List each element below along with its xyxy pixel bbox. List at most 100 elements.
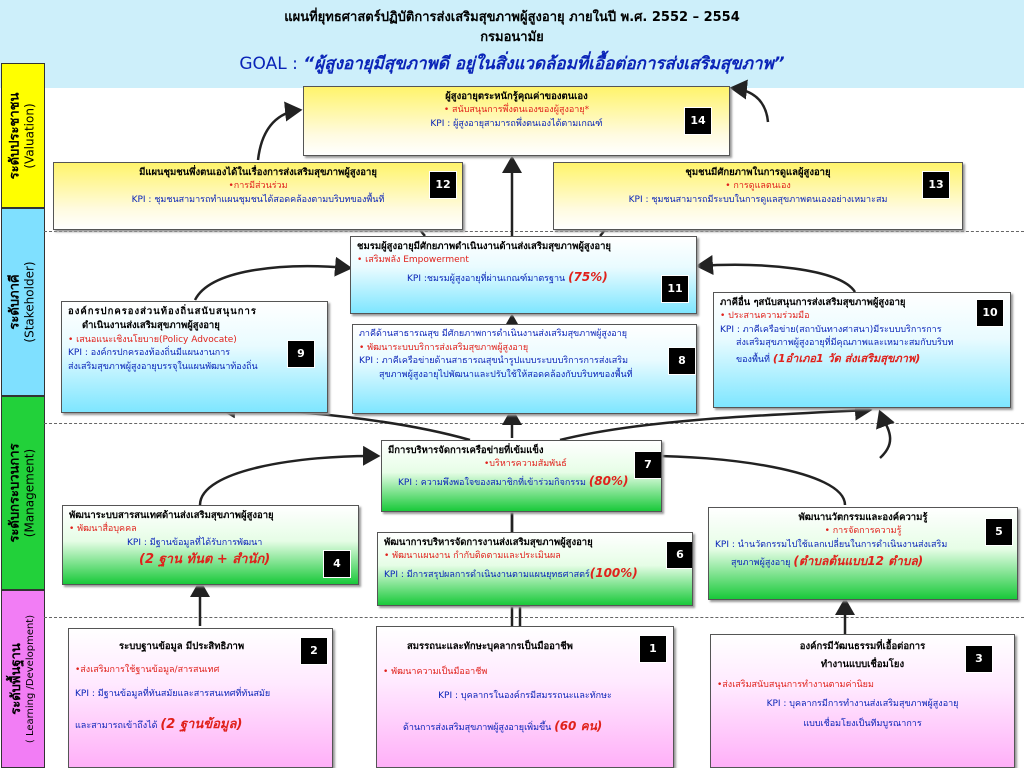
objective-6-kpi: KPI : มีการสรุปผลการดำเนินงานตามแผนยุทธศ… — [384, 569, 590, 580]
objective-11-point: • เสริมพลัง Empowerment — [357, 255, 469, 266]
arrow-4-to-7 — [198, 445, 381, 506]
objective-3-box: องค์กรมีวัฒนธรรมที่เอื้อต่อการ ทำงานแบบเ… — [710, 634, 1015, 768]
goal-text: “ผู้สูงอายุมีสุขภาพดี อยู่ในสิ่งแวดล้อมท… — [303, 54, 785, 74]
objective-6-point: • พัฒนาแผนงาน กำกับติดตามและประเมินผล — [384, 551, 561, 562]
objective-6-kpi-line: KPI : มีการสรุปผลการดำเนินงานตามแผนยุทธศ… — [384, 564, 686, 583]
objective-11-kpi-target: (75%) — [568, 269, 608, 284]
objective-8-point: • พัฒนาระบบบริการส่งเสริมสุขภาพผู้สูงอาย… — [359, 342, 529, 353]
objective-9-box: องค์กรปกครองส่วนท้องถิ่นสนับสนุนการ ดำเน… — [61, 301, 328, 413]
header-banner: แผนที่ยุทธศาสตร์ปฏิบัติการส่งเสริมสุขภาพ… — [0, 0, 1024, 88]
objective-13-box: ชุมชนมีศักยภาพในการดูแลผู้สูงอายุ • การด… — [553, 162, 963, 230]
objective-10-point: • ประสานความร่วมมือ — [720, 311, 810, 322]
arrow-9-to-11 — [193, 256, 353, 301]
arrow-7-to-10 — [559, 400, 873, 442]
objective-10-kpi-target: (1อำเภอ1 วัด ส่งเสริมสุขภาพ) — [772, 351, 921, 365]
arrow-10-to-11 — [695, 255, 857, 293]
objective-6-number: 6 — [666, 541, 692, 569]
objective-7-point: •บริหารความสัมพันธ์ — [484, 459, 567, 470]
objective-5-kpi-2-line: สุขภาพผู้สูงอายุ (ตำบลต้นแบบ12 ตำบล) — [715, 552, 1011, 571]
objective-9-number: 9 — [287, 340, 315, 368]
arrow-12-to-14 — [256, 101, 303, 161]
divider-stakeholder-management — [44, 423, 1024, 424]
objective-3-title-1: องค์กรมีวัฒนธรรมที่เอื้อต่อการ — [799, 641, 926, 652]
goal-prefix: GOAL : — [239, 54, 304, 74]
divider-management-learning — [44, 617, 1024, 618]
level-stakeholder: ระดับภาคี(Stakeholder) — [1, 208, 45, 396]
objective-10-kpi-1: KPI : ภาคีเครือข่าย(สถาบันทางศาสนา)มีระบ… — [720, 324, 942, 335]
objective-2-kpi-target: (2 ฐานข้อมูล) — [160, 717, 243, 733]
objective-13-point: • การดูแลตนเอง — [725, 181, 791, 192]
divider-valuation-stakeholder — [44, 231, 1024, 232]
objective-14-box: ผู้สูงอายุตระหนักรู้คุณค่าของตนเอง • สนั… — [303, 86, 730, 156]
objective-12-number: 12 — [429, 171, 457, 199]
objective-11-box: ชมรมผู้สูงอายุมีศักยภาพดำเนินงานด้านส่งเ… — [350, 236, 697, 314]
map-title: แผนที่ยุทธศาสตร์ปฏิบัติการส่งเสริมสุขภาพ… — [284, 10, 740, 25]
objective-8-kpi-1: KPI : ภาคีเครือข่ายด้านสาธารณสุขนำรูปแบบ… — [359, 356, 629, 366]
objective-3-number: 3 — [965, 645, 993, 673]
objective-3-kpi-2: แบบเชื่อมโยงเป็นทีมบูรณาการ — [803, 718, 922, 729]
objective-10-number: 10 — [976, 299, 1004, 327]
objective-7-box: มีการบริหารจัดการเครือข่ายที่เข้มแข็ง •บ… — [381, 440, 662, 512]
objective-6-box: พัฒนาการบริหารจัดการงานส่งเสริมสุขภาพผู้… — [377, 532, 693, 606]
goal-statement: GOAL : “ผู้สูงอายุมีสุขภาพดี อยู่ในสิ่งแ… — [0, 50, 1024, 77]
objective-9-title-1: องค์กรปกครองส่วนท้องถิ่นสนับสนุนการ — [68, 306, 257, 317]
objective-11-number: 11 — [661, 275, 689, 303]
level-learning: ระดับพื้นฐาน( Learning /Development) — [1, 590, 45, 768]
objective-6-kpi-target: (100%) — [589, 565, 638, 580]
arrow-5-to-7 — [639, 445, 847, 506]
objective-4-title: พัฒนาระบบสารสนเทศด้านส่งเสริมสุขภาพผู้สู… — [69, 510, 274, 521]
objective-13-title: ชุมชนมีศักยภาพในการดูแลผู้สูงอายุ — [685, 167, 831, 178]
objective-12-box: มีแผนชุมชนพึ่งตนเองได้ในเรื่องการส่งเสริ… — [53, 162, 463, 230]
level-management: ระดับกระบวนการ(Management) — [1, 396, 45, 590]
objective-13-number: 13 — [922, 171, 950, 199]
department-title: กรมอนามัย — [480, 30, 544, 45]
objective-8-number: 8 — [668, 347, 696, 375]
objective-1-box: สมรรถนะและทักษะบุคลากรเป็นมืออาชีพ • พัฒ… — [376, 626, 674, 768]
objective-12-title: มีแผนชุมชนพึ่งตนเองได้ในเรื่องการส่งเสริ… — [139, 167, 377, 178]
level-valuation: ระดับประชาชน(Valuation) — [1, 63, 45, 208]
objective-4-kpi: KPI : มีฐานข้อมูลที่ได้รับการพัฒนา — [127, 537, 263, 548]
objective-5-box: พัฒนานวัตกรรมและองค์ความรู้ • การจัดการค… — [708, 507, 1018, 600]
objective-13-kpi: KPI : ชุมชนสามารถมีระบบในการดูแลสุขภาพตน… — [628, 194, 888, 205]
objective-9-title-2: ดำเนินงานส่งเสริมสุขภาพผู้สูงอายุ — [82, 320, 220, 332]
objective-2-kpi-1: KPI : มีฐานข้อมูลที่ทันสมัยและสารสนเทศที… — [75, 688, 271, 699]
objective-11-title: ชมรมผู้สูงอายุมีศักยภาพดำเนินงานด้านส่งเ… — [357, 241, 611, 252]
objective-4-number: 4 — [323, 550, 351, 578]
objective-2-kpi-2: และสามารถเข้าถึงได้ — [75, 721, 158, 732]
objective-2-point: •ส่งเสริมการใช้ฐานข้อมูล/สารสนเทศ — [75, 665, 220, 676]
objective-5-kpi-1: KPI : นำนวัตกรรมไปใช้แลกเปลี่ยนในการดำเน… — [715, 539, 948, 550]
objective-5-number: 5 — [985, 518, 1013, 546]
objective-1-point: • พัฒนาความเป็นมืออาชีพ — [383, 667, 488, 678]
objective-10-title: ภาคีอื่น ๆสนับสนุนการส่งเสริมสุขภาพผู้สู… — [720, 297, 906, 308]
objective-9-kpi-2: ส่งเสริมสุขภาพผู้สูงอายุบรรจุในแผนพัฒนาท… — [68, 361, 258, 372]
objective-8-title: ภาคีด้านสาธารณสุข มีศักยภาพการดำเนินงานส… — [359, 329, 628, 339]
objective-10-kpi-2: ส่งเสริมสุขภาพผู้สูงอายุที่มีคุณภาพและเห… — [736, 338, 954, 349]
objective-5-kpi-2: สุขภาพผู้สูงอายุ — [731, 558, 791, 569]
objective-14-point: • สนับสนุนการพึ่งตนเองของผู้สูงอายุ* — [443, 105, 590, 116]
objective-1-number: 1 — [639, 635, 667, 663]
objective-7-kpi-target: (80%) — [588, 473, 629, 488]
objective-11-kpi-line: KPI :ชมรมผู้สูงอายุที่ผ่านเกณฑ์มาตรฐาน (… — [357, 268, 690, 287]
objective-6-title: พัฒนาการบริหารจัดการงานส่งเสริมสุขภาพผู้… — [384, 537, 593, 548]
objective-12-point: •การมีส่วนร่วม — [228, 181, 288, 192]
objective-1-kpi-2-line: ด้านการส่งเสริมสุขภาพผู้สูงอายุเพิ่มขึ้น… — [383, 717, 667, 736]
objective-2-box: ระบบฐานข้อมูล มีประสิทธิภาพ •ส่งเสริมการ… — [68, 628, 333, 768]
objective-7-number: 7 — [634, 451, 661, 479]
arrow-10-feedback — [876, 409, 895, 459]
objective-3-title-2: ทำงานแบบเชื่อมโยง — [820, 659, 905, 671]
objective-7-kpi: KPI : ความพึงพอใจของสมาชิกที่เข้าร่วมกิจ… — [398, 477, 586, 488]
objective-2-kpi-2-line: และสามารถเข้าถึงได้ (2 ฐานข้อมูล) — [75, 715, 326, 735]
objective-8-box: ภาคีด้านสาธารณสุข มีศักยภาพการดำเนินงานส… — [352, 324, 697, 414]
objective-3-point: •ส่งเสริมสนับสนุนการทำงานตามค่านิยม — [717, 679, 874, 690]
objective-2-title: ระบบฐานข้อมูล มีประสิทธิภาพ — [119, 641, 245, 652]
objective-8-kpi-2: สุขภาพผู้สูงอายุไปพัฒนาและปรับใช้ให้สอดค… — [379, 369, 633, 380]
objective-1-title: สมรรถนะและทักษะบุคลากรเป็นมืออาชีพ — [407, 641, 573, 652]
objective-3-kpi-1: KPI : บุคลากรมีการทำงานส่งเสริมสุขภาพผู้… — [766, 699, 959, 709]
objective-10-kpi-3: ของพื้นที่ — [736, 354, 770, 365]
objective-9-point: • เสนอแนะเชิงนโยบาย(Policy Advocate) — [68, 334, 237, 345]
objective-11-kpi: KPI :ชมรมผู้สูงอายุที่ผ่านเกณฑ์มาตรฐาน — [407, 273, 566, 284]
objective-1-kpi-2: ด้านการส่งเสริมสุขภาพผู้สูงอายุเพิ่มขึ้น — [403, 723, 552, 734]
objective-14-kpi: KPI : ผู้สูงอายุสามารถพึ่งตนเองได้ตามเกณ… — [430, 118, 603, 129]
objective-7-kpi-line: KPI : ความพึงพอใจของสมาชิกที่เข้าร่วมกิจ… — [388, 472, 655, 491]
objective-5-point: • การจัดการความรู้ — [824, 526, 902, 537]
